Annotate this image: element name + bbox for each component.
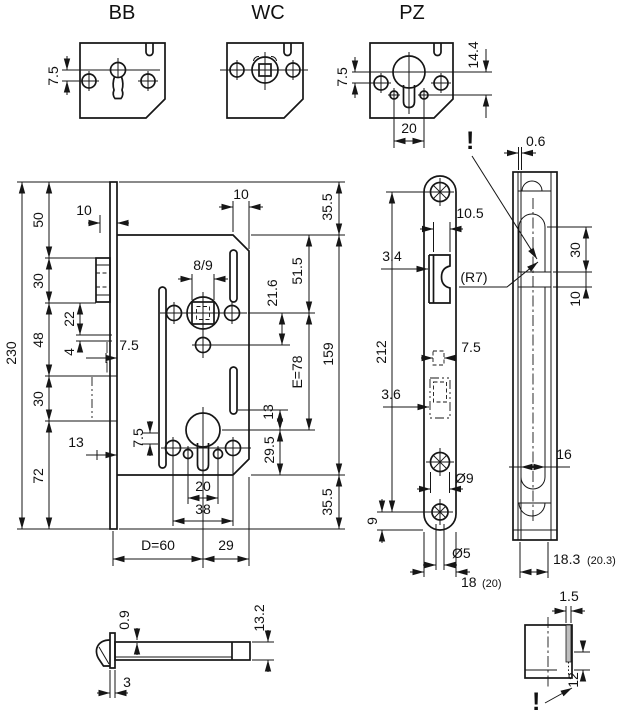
dim-4: 4	[61, 348, 77, 356]
dim-21-6: 21.6	[264, 279, 280, 306]
dim-10: 10	[567, 291, 583, 307]
strike-outline	[512, 171, 558, 541]
pz-dim-hole-spacing: 20	[401, 120, 417, 136]
dim-hole-bottom: Ø5	[452, 545, 471, 561]
bb-title: BB	[109, 2, 136, 24]
lock-case-outline	[117, 234, 250, 476]
dim-faceplate-top: 10	[76, 202, 92, 218]
dim-lip: 0.6	[526, 133, 546, 149]
faceplate-latch-icon	[428, 254, 451, 304]
dim-7-5-cyl: 7.5	[130, 428, 146, 448]
slot-lower	[229, 366, 238, 415]
wc-title: WC	[251, 2, 284, 24]
follower-hub-icon	[160, 292, 247, 358]
slot-upper	[229, 249, 238, 303]
dim-thickness: 1.5	[559, 588, 579, 604]
dim-9: 9	[364, 517, 380, 525]
pz-title: PZ	[399, 2, 425, 24]
dim-3-6: 3.6	[381, 386, 401, 402]
dim-width: 18	[461, 574, 477, 590]
dim-35-5-top: 35.5	[319, 193, 335, 220]
bb-plate-view: BB 7.5	[45, 2, 166, 119]
dim-seg-30-bottom: 30	[30, 391, 46, 407]
dim-strike-width-alt: (20.3)	[587, 555, 616, 567]
dim-35-5-bottom: 35.5	[319, 488, 335, 515]
faceplate-screw-mid-icon	[426, 448, 454, 476]
dim-width-alt: (20)	[482, 578, 502, 590]
warning-mark-top: !	[466, 127, 474, 155]
dim-total-height: 230	[3, 341, 19, 365]
dim-51-5: 51.5	[289, 257, 305, 284]
dim-29-5: 29.5	[261, 436, 277, 463]
cylinder-hole-icon	[161, 407, 251, 568]
faceplate-outline	[423, 175, 457, 531]
dim-29: 29	[218, 537, 234, 553]
latch-side-view: 0.9 13.2 3	[95, 604, 274, 698]
dim-13-2: 13.2	[251, 604, 267, 631]
dim-13-bolt: 13	[68, 434, 84, 450]
latch-tip-icon	[95, 639, 111, 667]
dim-7-5-mid: 7.5	[119, 337, 139, 353]
dim-cyl-holes: 20	[195, 478, 211, 494]
dim-follower: 8/9	[193, 257, 213, 273]
dim-screw-holes: 38	[195, 501, 211, 517]
dim-radius: (R7)	[460, 269, 487, 285]
pz-plate-view: PZ 20 7.5 14.4	[334, 2, 492, 148]
lock-faceplate-edge	[109, 181, 118, 530]
strike-plate-section	[565, 624, 572, 663]
bb-top-slot-icon	[145, 43, 154, 57]
warning-mark-bottom: !	[532, 688, 540, 716]
dim-159: 159	[320, 342, 336, 366]
dim-seg-72: 72	[30, 468, 46, 484]
wc-top-slot-icon	[283, 43, 292, 57]
lock-body-view: 230 50 30 48 30 72 22 4 10 7.5 13	[3, 181, 345, 568]
dim-strike-width: 18.3	[553, 551, 580, 567]
dim-0-9: 0.9	[116, 610, 132, 630]
faceplate-view: 10.5 3.4 (R7) 7.5 3.6 Ø9	[364, 175, 539, 590]
pz-top-slot-icon	[433, 43, 442, 57]
pz-dim-offset: 7.5	[334, 67, 350, 87]
strike-side-view: 1.5 12 !	[524, 588, 590, 716]
dim-e78: E=78	[289, 355, 305, 388]
lock-bottom-view	[114, 641, 251, 661]
dim-30: 30	[567, 242, 583, 258]
dim-height: 212	[373, 340, 389, 364]
dim-seg-50: 50	[30, 212, 46, 228]
faceplate-screw-bottom-icon	[427, 499, 453, 525]
dim-22: 22	[61, 311, 77, 327]
dim-latch-width: 10.5	[456, 205, 483, 221]
dim-backset: D=60	[141, 537, 175, 553]
dim-chamfer: 10	[233, 186, 249, 202]
faceplate-screw-top-icon	[426, 178, 454, 206]
pz-dim-hole-offset: 14.4	[465, 41, 481, 68]
dim-seg-48: 48	[30, 332, 46, 348]
dim-hole-mid: Ø9	[455, 470, 474, 486]
dim-7-5-faceplate: 7.5	[461, 339, 481, 355]
spring-slot	[158, 286, 167, 469]
dim-13-cyl: 13	[260, 404, 276, 420]
latch-bolt-icon	[95, 257, 111, 303]
deadbolt-cutout-phantom	[429, 377, 451, 419]
wc-plate-view: WC	[220, 2, 308, 119]
strike-plate-view: 0.6 30 10 16 18.3 (20.3) !	[466, 127, 616, 578]
dim-slot-width: 16	[556, 446, 572, 462]
dim-plate-thickness: 3	[123, 674, 131, 690]
dim-seg-30-top: 30	[30, 273, 46, 289]
bb-dim-offset: 7.5	[45, 66, 61, 86]
dim-12: 12	[565, 672, 581, 688]
